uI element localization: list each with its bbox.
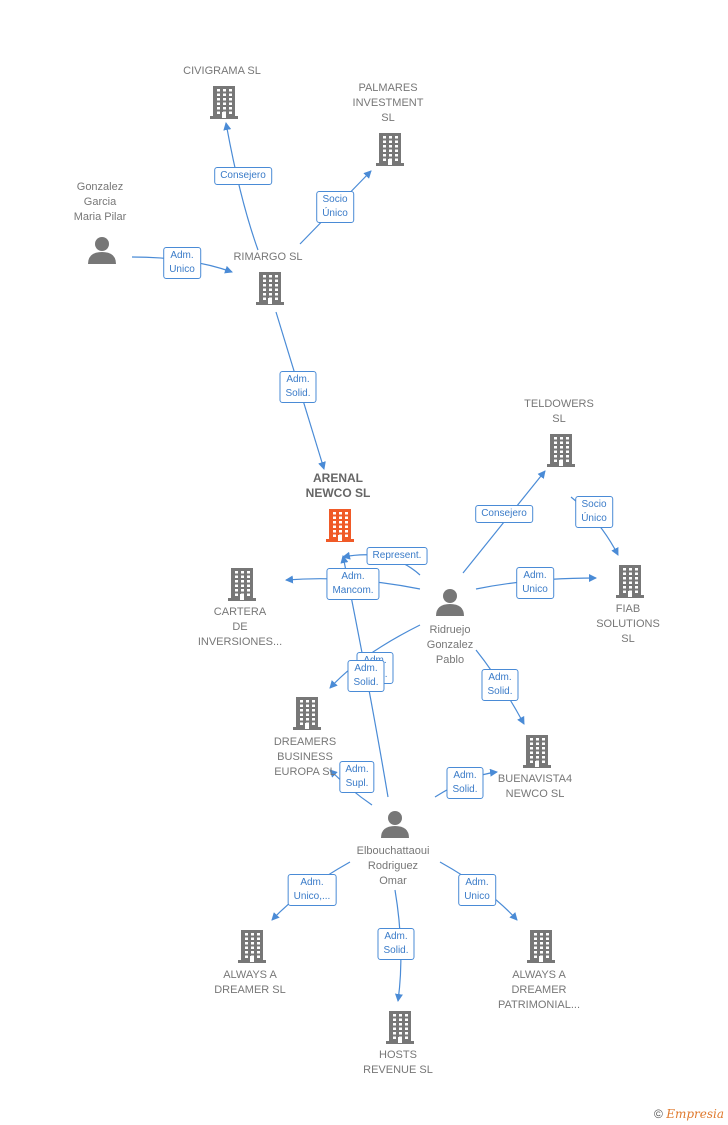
footer: © Empresia: [654, 1107, 724, 1121]
edge-rimargo-to-civigrama: [223, 122, 259, 251]
node-label-palmares[interactable]: PALMARES INVESTMENT SL: [352, 82, 424, 124]
node-label-alwayspat[interactable]: ALWAYS A DREAMER PATRIMONIAL...: [497, 969, 581, 1011]
node-label-elbouchattaoui[interactable]: Elbouchattaoui Rodriguez Omar: [356, 845, 430, 887]
brand-logo[interactable]: Empresia: [666, 1107, 724, 1121]
edge-label-e5[interactable]: Consejero: [475, 505, 533, 523]
node-label-fiab[interactable]: FIAB SOLUTIONS SL: [596, 603, 660, 645]
node-label-ridruejo[interactable]: Ridruejo Gonzalez Pablo: [426, 624, 474, 666]
edge-label-e12[interactable]: Adm. Solid.: [481, 669, 519, 701]
edge-label-e16[interactable]: Adm. Solid.: [377, 928, 415, 960]
edge-label-e15[interactable]: Adm. Unico,...: [287, 874, 337, 906]
edge-label-e14[interactable]: Adm. Solid.: [446, 767, 484, 799]
edge-label-e2[interactable]: Socio Único: [316, 191, 354, 223]
node-label-rimargo[interactable]: RIMARGO SL: [233, 251, 303, 263]
building-icon[interactable]: [292, 695, 322, 736]
building-icon[interactable]: [237, 928, 267, 969]
edge-label-e7[interactable]: Represent.: [366, 547, 428, 565]
node-label-civigrama[interactable]: CIVIGRAMA SL: [183, 65, 261, 77]
node-label-cartera[interactable]: CARTERA DE INVERSIONES...: [197, 606, 283, 648]
node-label-dreamers[interactable]: DREAMERS BUSINESS EUROPA SL: [273, 736, 337, 778]
building-icon[interactable]: [227, 566, 257, 607]
node-label-gonzalez[interactable]: Gonzalez Garcia Maria Pilar: [73, 181, 127, 223]
building-icon[interactable]: [209, 84, 239, 125]
node-label-hosts[interactable]: HOSTS REVENUE SL: [363, 1049, 433, 1076]
node-label-buenavista[interactable]: BUENAVISTA4 NEWCO SL: [497, 773, 573, 800]
edge-label-e3[interactable]: Adm. Unico: [163, 247, 201, 279]
person-icon[interactable]: [87, 235, 117, 270]
building-icon[interactable]: [385, 1009, 415, 1050]
person-icon[interactable]: [435, 587, 465, 622]
building-icon[interactable]: [375, 131, 405, 172]
building-icon[interactable]: [526, 928, 556, 969]
edge-label-e9[interactable]: Adm. Unico: [516, 567, 554, 599]
node-label-always[interactable]: ALWAYS A DREAMER SL: [214, 969, 286, 996]
edge-label-e4[interactable]: Adm. Solid.: [279, 371, 317, 403]
building-icon[interactable]: [325, 507, 355, 548]
building-icon[interactable]: [522, 733, 552, 774]
edge-label-e8[interactable]: Adm. Mancom.: [326, 568, 380, 600]
edge-label-e6[interactable]: Socio Único: [575, 496, 613, 528]
building-icon[interactable]: [255, 270, 285, 311]
edge-label-e1[interactable]: Consejero: [214, 167, 272, 185]
edge-label-e11[interactable]: Adm. Solid.: [347, 660, 385, 692]
copyright-icon: ©: [654, 1107, 663, 1121]
building-icon[interactable]: [546, 432, 576, 473]
node-label-teldowers[interactable]: TELDOWERS SL: [524, 398, 594, 425]
node-label-arenal[interactable]: ARENAL NEWCO SL: [305, 471, 371, 500]
building-icon[interactable]: [615, 563, 645, 604]
person-icon[interactable]: [380, 809, 410, 844]
edge-label-e13[interactable]: Adm. Supl.: [339, 761, 375, 793]
edge-label-e17[interactable]: Adm. Unico: [458, 874, 496, 906]
